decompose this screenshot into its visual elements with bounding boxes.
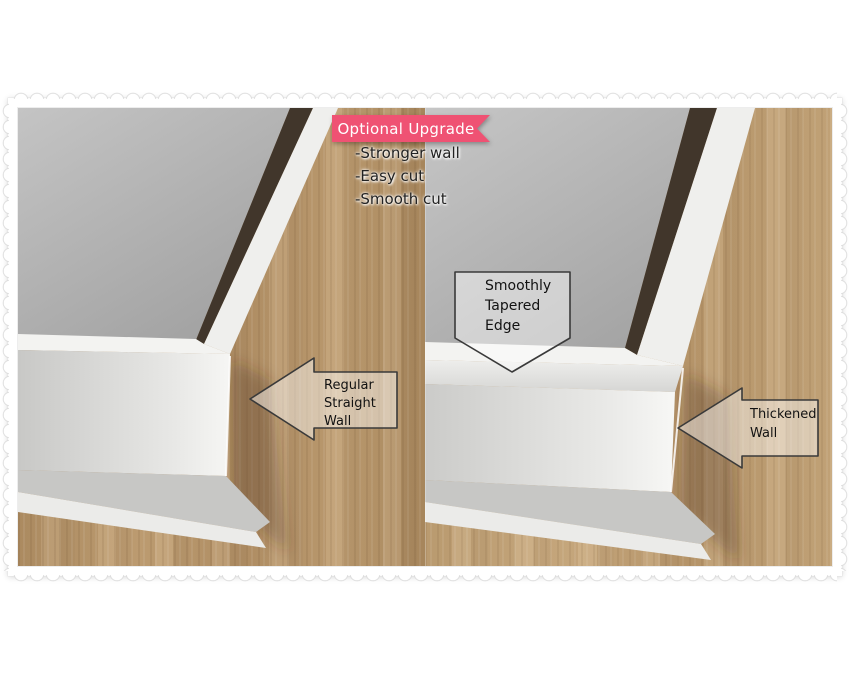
scallop-border-right <box>841 103 849 571</box>
banner-label: Optional Upgrade <box>337 119 475 138</box>
scallop-border-top <box>13 91 837 99</box>
foot-chamfer-upper <box>18 470 270 532</box>
inner-wall-shadow-band <box>196 108 313 344</box>
foot-chamfer-lower <box>425 502 711 560</box>
thickened-wall-render <box>425 108 755 562</box>
thickened-wall-face <box>425 384 675 492</box>
thick-wall-top-rim-right <box>637 108 755 366</box>
inner-wall-shadow-band <box>625 108 717 355</box>
foot-chamfer-lower <box>18 492 266 548</box>
panel-seam <box>425 108 426 566</box>
feature-item: -Smooth cut <box>355 190 447 208</box>
wall-top-rim-right <box>204 108 338 354</box>
feature-list: -Stronger wall -Easy cut -Smooth cut <box>355 142 460 211</box>
optional-upgrade-banner: Optional Upgrade <box>332 115 490 142</box>
scallop-border-bottom <box>13 575 837 583</box>
straight-wall-face <box>18 350 230 476</box>
scallop-border-left <box>1 103 9 571</box>
feature-item: -Stronger wall <box>355 144 460 162</box>
wall-top-rim-front <box>18 334 230 354</box>
feature-item: -Easy cut <box>355 167 425 185</box>
corner-edge-highlight <box>225 355 231 477</box>
right-render-panel <box>425 108 832 566</box>
tray-floor <box>18 108 290 340</box>
left-render-panel <box>18 108 425 566</box>
regular-wall-render <box>18 108 338 554</box>
ribbon-shape: Optional Upgrade <box>332 115 490 142</box>
scalloped-photo-frame: Smoothly Tapered Edge Regular Straight W… <box>1 91 849 583</box>
foot-chamfer-upper <box>425 480 715 544</box>
